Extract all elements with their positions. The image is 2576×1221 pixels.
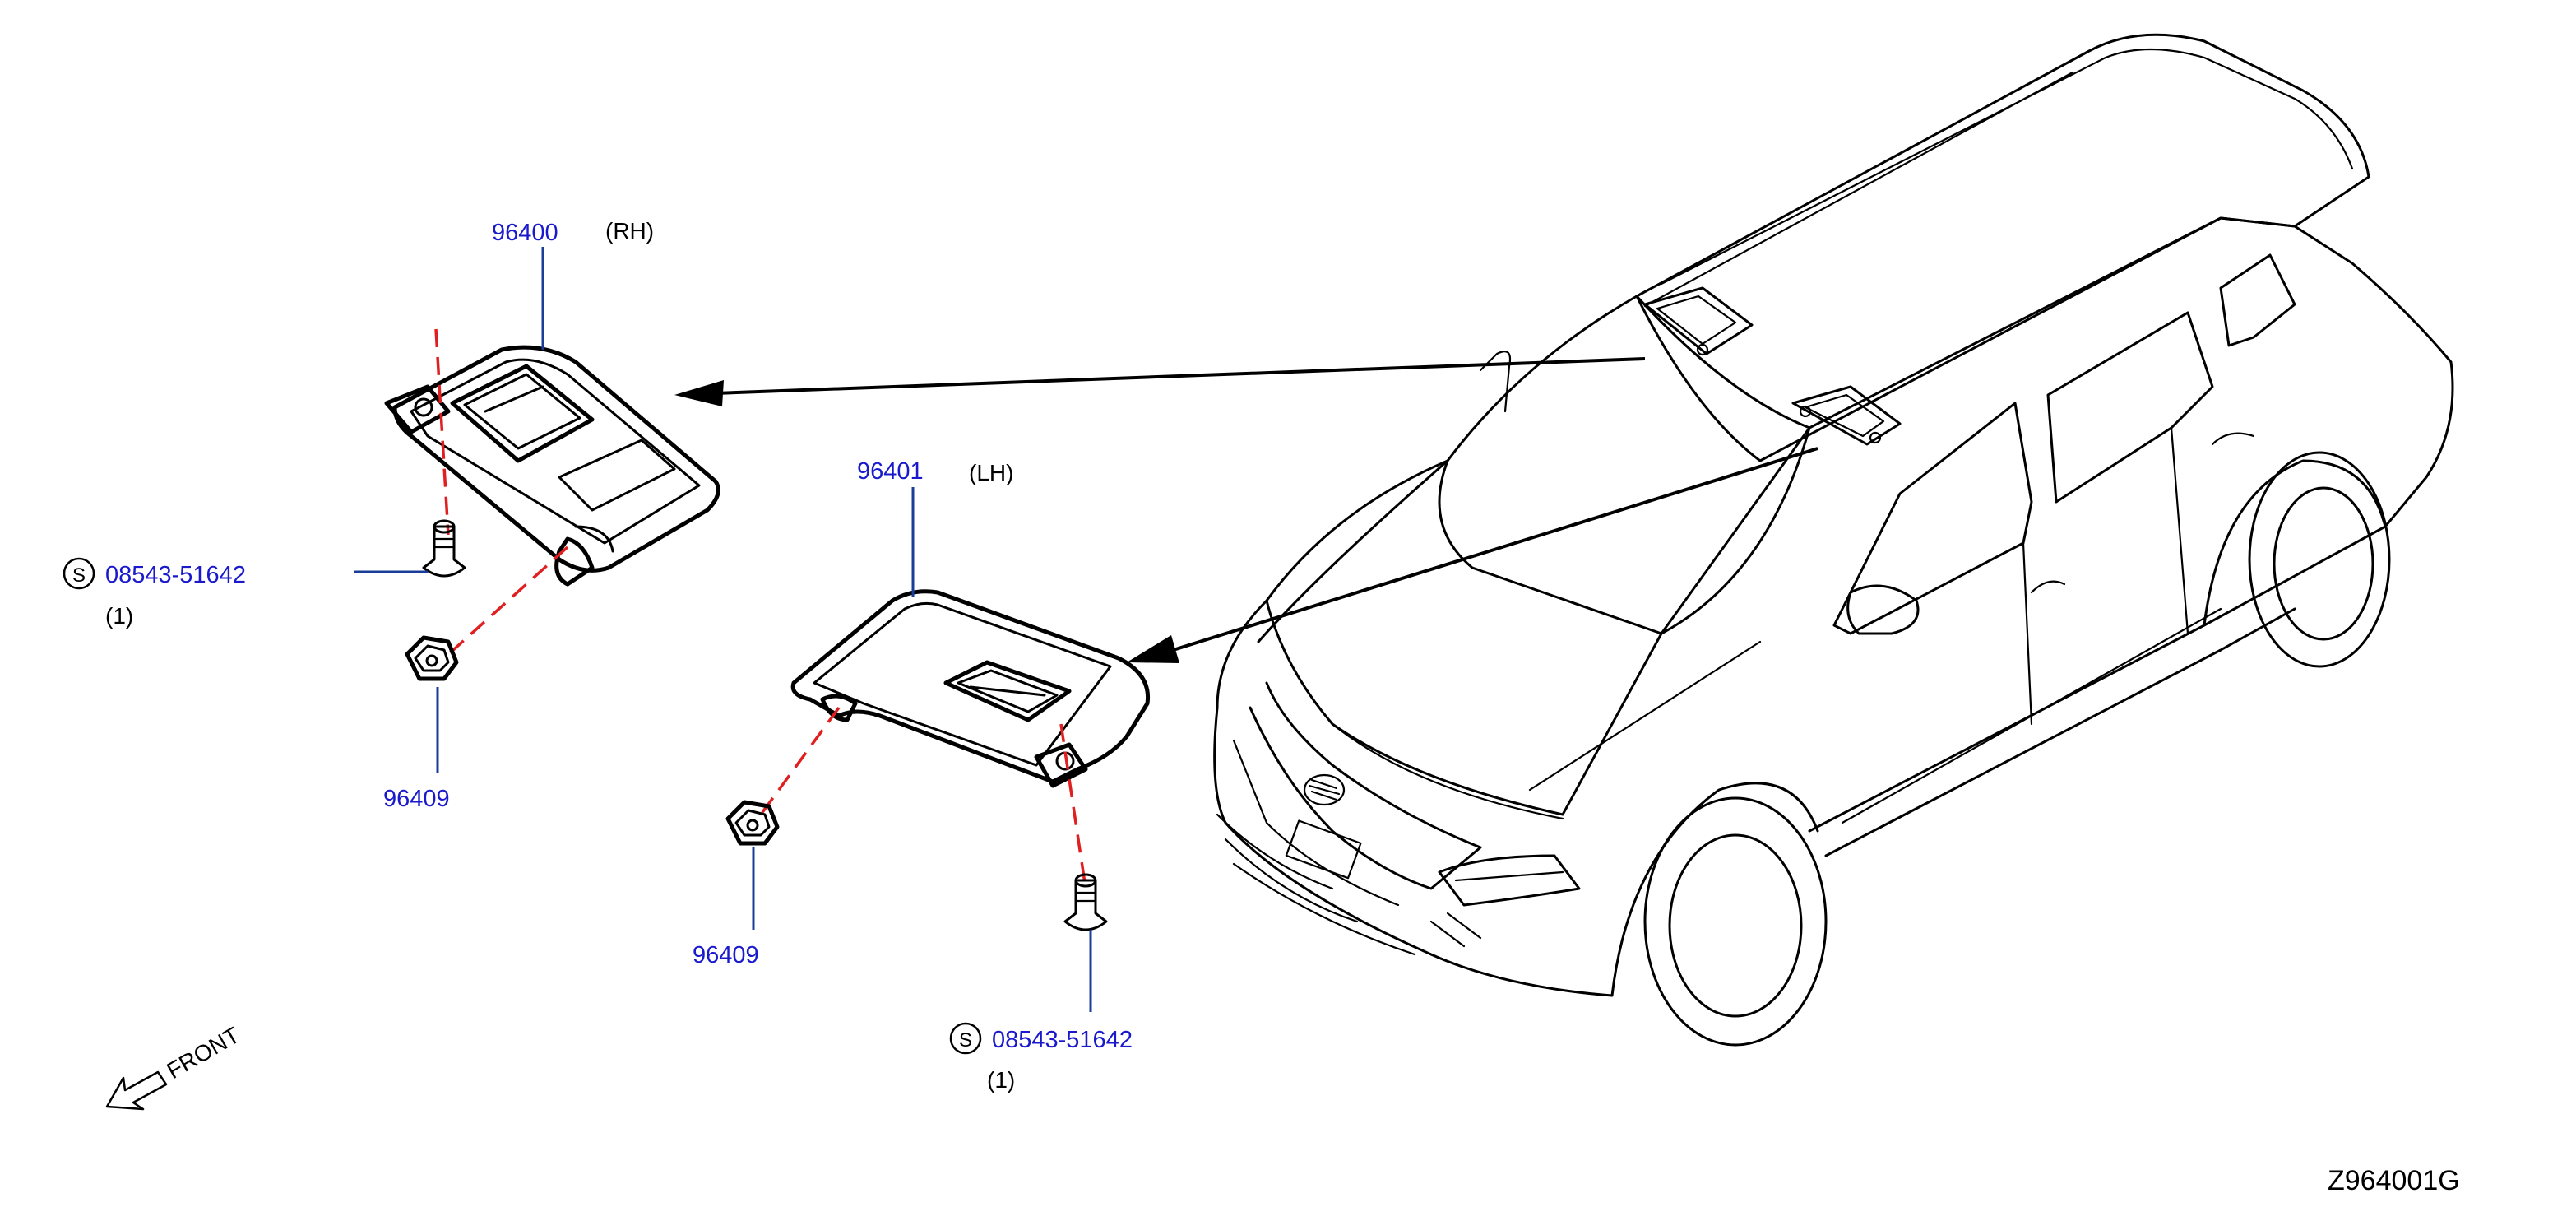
- part-number-96409-lh-link[interactable]: 96409: [693, 942, 759, 968]
- arrow-to-lh-visor: [1167, 447, 1818, 653]
- visor-rh-illustration: [384, 345, 720, 587]
- front-label: FRONT: [163, 1022, 244, 1084]
- arrow-to-rh-visor: [715, 357, 1646, 395]
- centerline-rh-holder: [442, 546, 569, 660]
- standard-part-symbol: S: [959, 1029, 972, 1052]
- part-number-96400-link[interactable]: 96400: [492, 220, 558, 246]
- centerline-rh-screw: [434, 328, 450, 536]
- standard-part-symbol: S: [72, 564, 86, 587]
- part-number-08543-51642-lh-link[interactable]: 08543-51642: [992, 1027, 1133, 1053]
- part-number-08543-51642-rh-link[interactable]: 08543-51642: [105, 562, 246, 588]
- screw-lh-label: S 08543-51642 (1): [949, 1022, 1133, 1093]
- screw-lh-illustration: [1063, 873, 1108, 931]
- visor-lh-illustration: [790, 589, 1151, 788]
- part-number-96409-rh-link[interactable]: 96409: [383, 786, 450, 812]
- side-label-lh: (LH): [969, 460, 1013, 485]
- arrowhead-rh: [674, 380, 724, 406]
- quantity-label-rh: (1): [105, 603, 133, 629]
- screw-rh-label: S 08543-51642 (1): [63, 557, 246, 629]
- holder-lh-illustration: [725, 800, 780, 846]
- centerline-lh-holder: [759, 706, 841, 816]
- part-number-96401-link[interactable]: 96401: [857, 458, 924, 485]
- screw-rh-illustration: [422, 519, 466, 578]
- front-orientation-indicator: FRONT: [105, 1022, 244, 1111]
- callout-arrows: [674, 357, 1818, 663]
- arrowhead-lh: [1127, 635, 1179, 663]
- quantity-label-lh: (1): [987, 1067, 1015, 1093]
- vehicle-illustration: [1213, 33, 2454, 1047]
- front-arrow-icon: [105, 1070, 168, 1111]
- side-label-rh: (RH): [605, 218, 654, 244]
- diagram-code: Z964001G: [2328, 1165, 2460, 1196]
- standard-part-symbol-icon: [63, 557, 95, 590]
- standard-part-symbol-icon: [949, 1022, 982, 1055]
- holder-rh-illustration: [405, 635, 459, 681]
